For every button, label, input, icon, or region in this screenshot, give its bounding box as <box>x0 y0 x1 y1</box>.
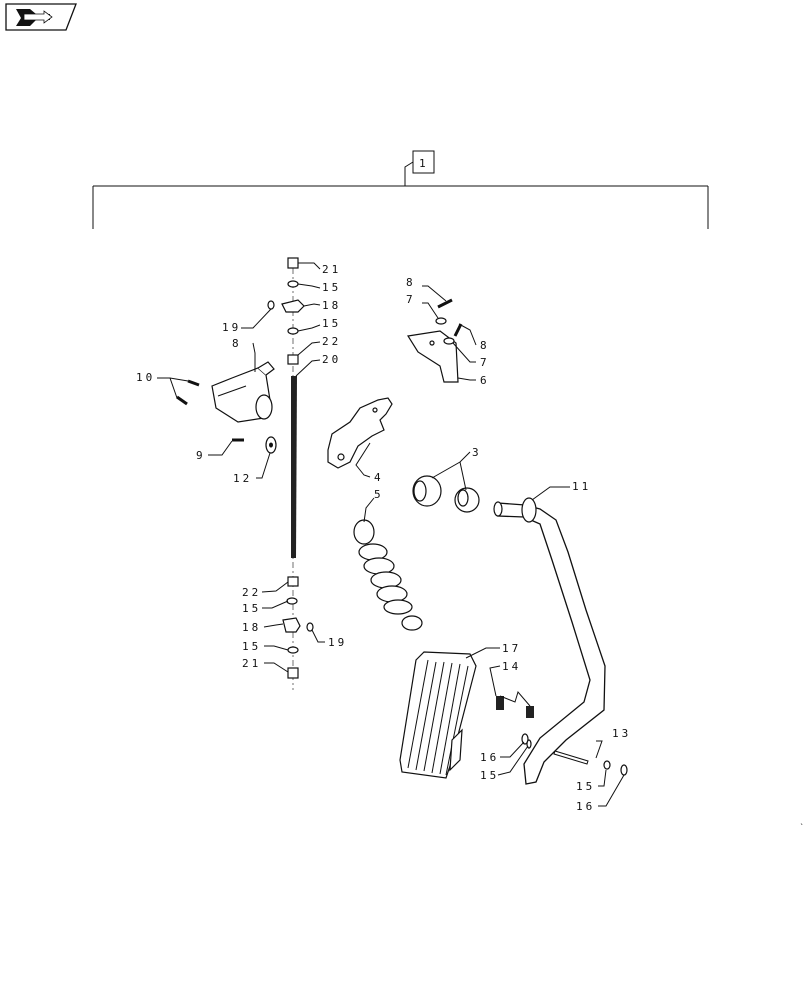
pedal-bushings <box>412 475 480 513</box>
throttle-rod-assembly <box>267 257 314 690</box>
callout-8-sensor: 8 <box>232 337 242 350</box>
callout-15-a: 15 <box>322 281 341 294</box>
pedal-pad <box>399 651 477 779</box>
pedal-bracket <box>327 397 393 469</box>
sensor-screws <box>176 379 277 454</box>
callout-13: 13 <box>612 727 631 740</box>
callout-15-left: 15 <box>480 769 499 782</box>
callout-8-screw-b: 8 <box>480 339 490 352</box>
callout-6: 6 <box>480 374 490 387</box>
callout-4: 4 <box>374 471 384 484</box>
pedal-arm <box>497 502 606 785</box>
callout-5: 5 <box>374 488 384 501</box>
callout-11: 11 <box>572 480 591 493</box>
callout-7-washer-b: 7 <box>480 356 490 369</box>
assembly-bracket <box>92 150 709 229</box>
callout-3: 3 <box>472 446 482 459</box>
callout-12: 12 <box>233 472 252 485</box>
callout-22-bottom: 22 <box>242 586 261 599</box>
callout-17: 17 <box>502 642 521 655</box>
callout-15-d: 15 <box>242 640 261 653</box>
torsion-spring <box>496 690 534 718</box>
pivot-pin <box>521 733 628 776</box>
callout-22-top: 22 <box>322 335 341 348</box>
return-spring <box>353 519 423 631</box>
callout-15-right: 15 <box>576 780 595 793</box>
callout-10: 10 <box>136 371 155 384</box>
callout-15-b: 15 <box>322 317 341 330</box>
book-arrow-icon[interactable] <box>5 3 77 31</box>
corner-tick: ` <box>800 822 804 832</box>
callout-14: 14 <box>502 660 521 673</box>
callout-20: 20 <box>322 353 341 366</box>
callout-19-top: 19 <box>222 321 241 334</box>
pedal-sensor <box>211 361 275 423</box>
assembly-number: 1 <box>419 157 429 170</box>
callout-18-top: 18 <box>322 299 341 312</box>
callout-16-left: 16 <box>480 751 499 764</box>
callout-21-top: 21 <box>322 263 341 276</box>
callout-15-c: 15 <box>242 602 261 615</box>
callout-16-right: 16 <box>576 800 595 813</box>
callout-21-bottom: 21 <box>242 657 261 670</box>
mounting-bracket <box>407 298 463 383</box>
callout-19-bottom: 19 <box>328 636 347 649</box>
callout-8-screw-a: 8 <box>406 276 416 289</box>
callout-labels: 21 15 18 19 15 22 20 8 10 9 12 22 15 18 … <box>136 263 631 813</box>
leader-lines <box>157 262 625 807</box>
callout-7-washer-a: 7 <box>406 293 416 306</box>
callout-18-bottom: 18 <box>242 621 261 634</box>
callout-9: 9 <box>196 449 206 462</box>
